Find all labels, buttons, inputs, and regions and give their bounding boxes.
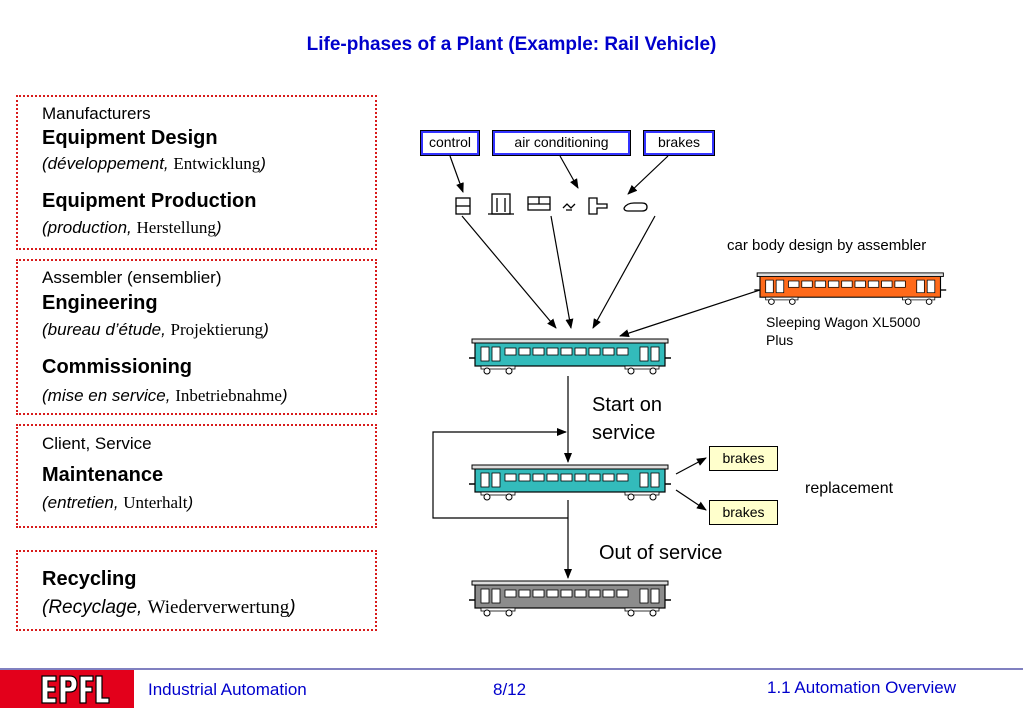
assembler-phase-box: Assembler (ensemblier) Engineering (bure… bbox=[16, 259, 377, 415]
orange-sleeping-wagon bbox=[753, 272, 947, 306]
car-body-design-label: car body design by assembler bbox=[727, 237, 927, 254]
icon-to-car-arrow-3 bbox=[592, 215, 656, 329]
icon-to-car-arrow-2 bbox=[550, 215, 574, 329]
assembler-category: Assembler (ensemblier) bbox=[42, 268, 222, 287]
design-french: (développement, bbox=[42, 154, 174, 173]
engineering-translation: (bureau d’étude, Projektierung) bbox=[42, 319, 269, 341]
valve-icon bbox=[562, 203, 576, 211]
equipment-production-heading: Equipment Production bbox=[42, 190, 257, 212]
maintenance-translation: (entretien, Unterhalt) bbox=[42, 492, 193, 514]
recycling-french: (Recyclage, bbox=[42, 597, 148, 618]
out-of-service-label: Out of service bbox=[599, 542, 723, 564]
brake-pad-icon bbox=[623, 202, 648, 212]
slide-title: Life-phases of a Plant (Example: Rail Ve… bbox=[306, 34, 717, 55]
engineering-french: (bureau d’étude, bbox=[42, 320, 171, 339]
epfl-logo-mark bbox=[41, 675, 110, 704]
recycling-german: Wiederverwertung bbox=[147, 597, 290, 618]
close-paren: ) bbox=[281, 386, 288, 405]
equipment-design-translation: (développement, Entwicklung) bbox=[42, 153, 266, 175]
footer-course-title: Industrial Automation bbox=[148, 680, 307, 699]
recycling-translation: (Recyclage, Wiederverwertung) bbox=[42, 597, 296, 619]
brakes-component-label: brakes bbox=[657, 134, 701, 150]
control-component-box: control bbox=[420, 130, 480, 156]
engineering-german: Projektierung bbox=[170, 320, 264, 339]
start-on-service-line1: Start on bbox=[592, 394, 663, 416]
air-conditioning-unit-icon bbox=[527, 196, 551, 211]
client-phase-box: Client, Service Maintenance (entretien, … bbox=[16, 424, 377, 528]
start-on-service-line2: service bbox=[592, 422, 656, 444]
car-body-to-car-arrow bbox=[619, 287, 767, 337]
wagon-name-line2: Plus bbox=[766, 332, 794, 348]
cabin-module-icon bbox=[488, 193, 514, 215]
engineering-heading: Engineering bbox=[42, 292, 158, 314]
component-icons bbox=[455, 193, 648, 215]
replacement-label: replacement bbox=[805, 480, 894, 497]
manufacturers-phase-box: Manufacturers Equipment Design (développ… bbox=[16, 95, 377, 250]
icon-to-car-arrow-1 bbox=[461, 215, 557, 329]
recycling-phase-box: Recycling (Recyclage, Wiederverwertung) bbox=[16, 550, 377, 631]
assembled-teal-wagon bbox=[468, 338, 672, 375]
production-german: Herstellung bbox=[136, 218, 216, 237]
maintenance-french: (entretien, bbox=[42, 493, 124, 512]
replacement-brakes-top: brakes bbox=[709, 446, 778, 471]
maintenance-heading: Maintenance bbox=[42, 464, 164, 486]
replacement-brakes-bottom: brakes bbox=[709, 500, 778, 525]
wagon-name-line1: Sleeping Wagon XL5000 bbox=[766, 314, 921, 330]
replacement-arrow-top bbox=[675, 457, 707, 475]
control-label: control bbox=[428, 134, 472, 150]
footer-divider bbox=[0, 668, 1023, 670]
in-service-teal-wagon bbox=[468, 464, 672, 501]
close-paren: ) bbox=[187, 493, 194, 512]
air-conditioning-component-box: air conditioning bbox=[492, 130, 631, 156]
footer-section-title: 1.1 Automation Overview bbox=[767, 678, 956, 697]
brakes-arrow bbox=[627, 155, 669, 195]
equipment-production-translation: (production, Herstellung) bbox=[42, 217, 222, 239]
control-arrow bbox=[449, 155, 464, 193]
control-unit-icon bbox=[455, 197, 471, 215]
footer-page-number: 8/12 bbox=[493, 680, 527, 699]
client-category: Client, Service bbox=[42, 434, 152, 453]
replacement-arrow-bottom bbox=[675, 489, 707, 511]
close-paren: ) bbox=[260, 154, 266, 173]
maintenance-german: Unterhalt bbox=[123, 493, 188, 512]
out-of-service-gray-wagon bbox=[468, 580, 672, 617]
equipment-design-heading: Equipment Design bbox=[42, 127, 218, 149]
commissioning-german: Inbetriebnahme bbox=[175, 386, 282, 405]
air-conditioning-label: air conditioning bbox=[514, 134, 609, 150]
epfl-logo bbox=[0, 670, 134, 708]
brake-actuator-icon bbox=[588, 197, 608, 215]
design-german: Entwicklung bbox=[173, 154, 261, 173]
air-conditioning-arrow bbox=[559, 155, 579, 189]
close-paren: ) bbox=[263, 320, 269, 339]
close-paren: ) bbox=[289, 597, 296, 618]
maintenance-loop bbox=[432, 428, 568, 519]
commissioning-french: (mise en service, bbox=[42, 386, 176, 405]
manufacturers-category: Manufacturers bbox=[42, 104, 151, 123]
recycling-heading: Recycling bbox=[42, 568, 137, 590]
commissioning-translation: (mise en service, Inbetriebnahme) bbox=[42, 385, 288, 407]
close-paren: ) bbox=[215, 218, 222, 237]
brakes-component-box: brakes bbox=[643, 130, 715, 156]
commissioning-heading: Commissioning bbox=[42, 356, 193, 378]
production-french: (production, bbox=[42, 218, 137, 237]
